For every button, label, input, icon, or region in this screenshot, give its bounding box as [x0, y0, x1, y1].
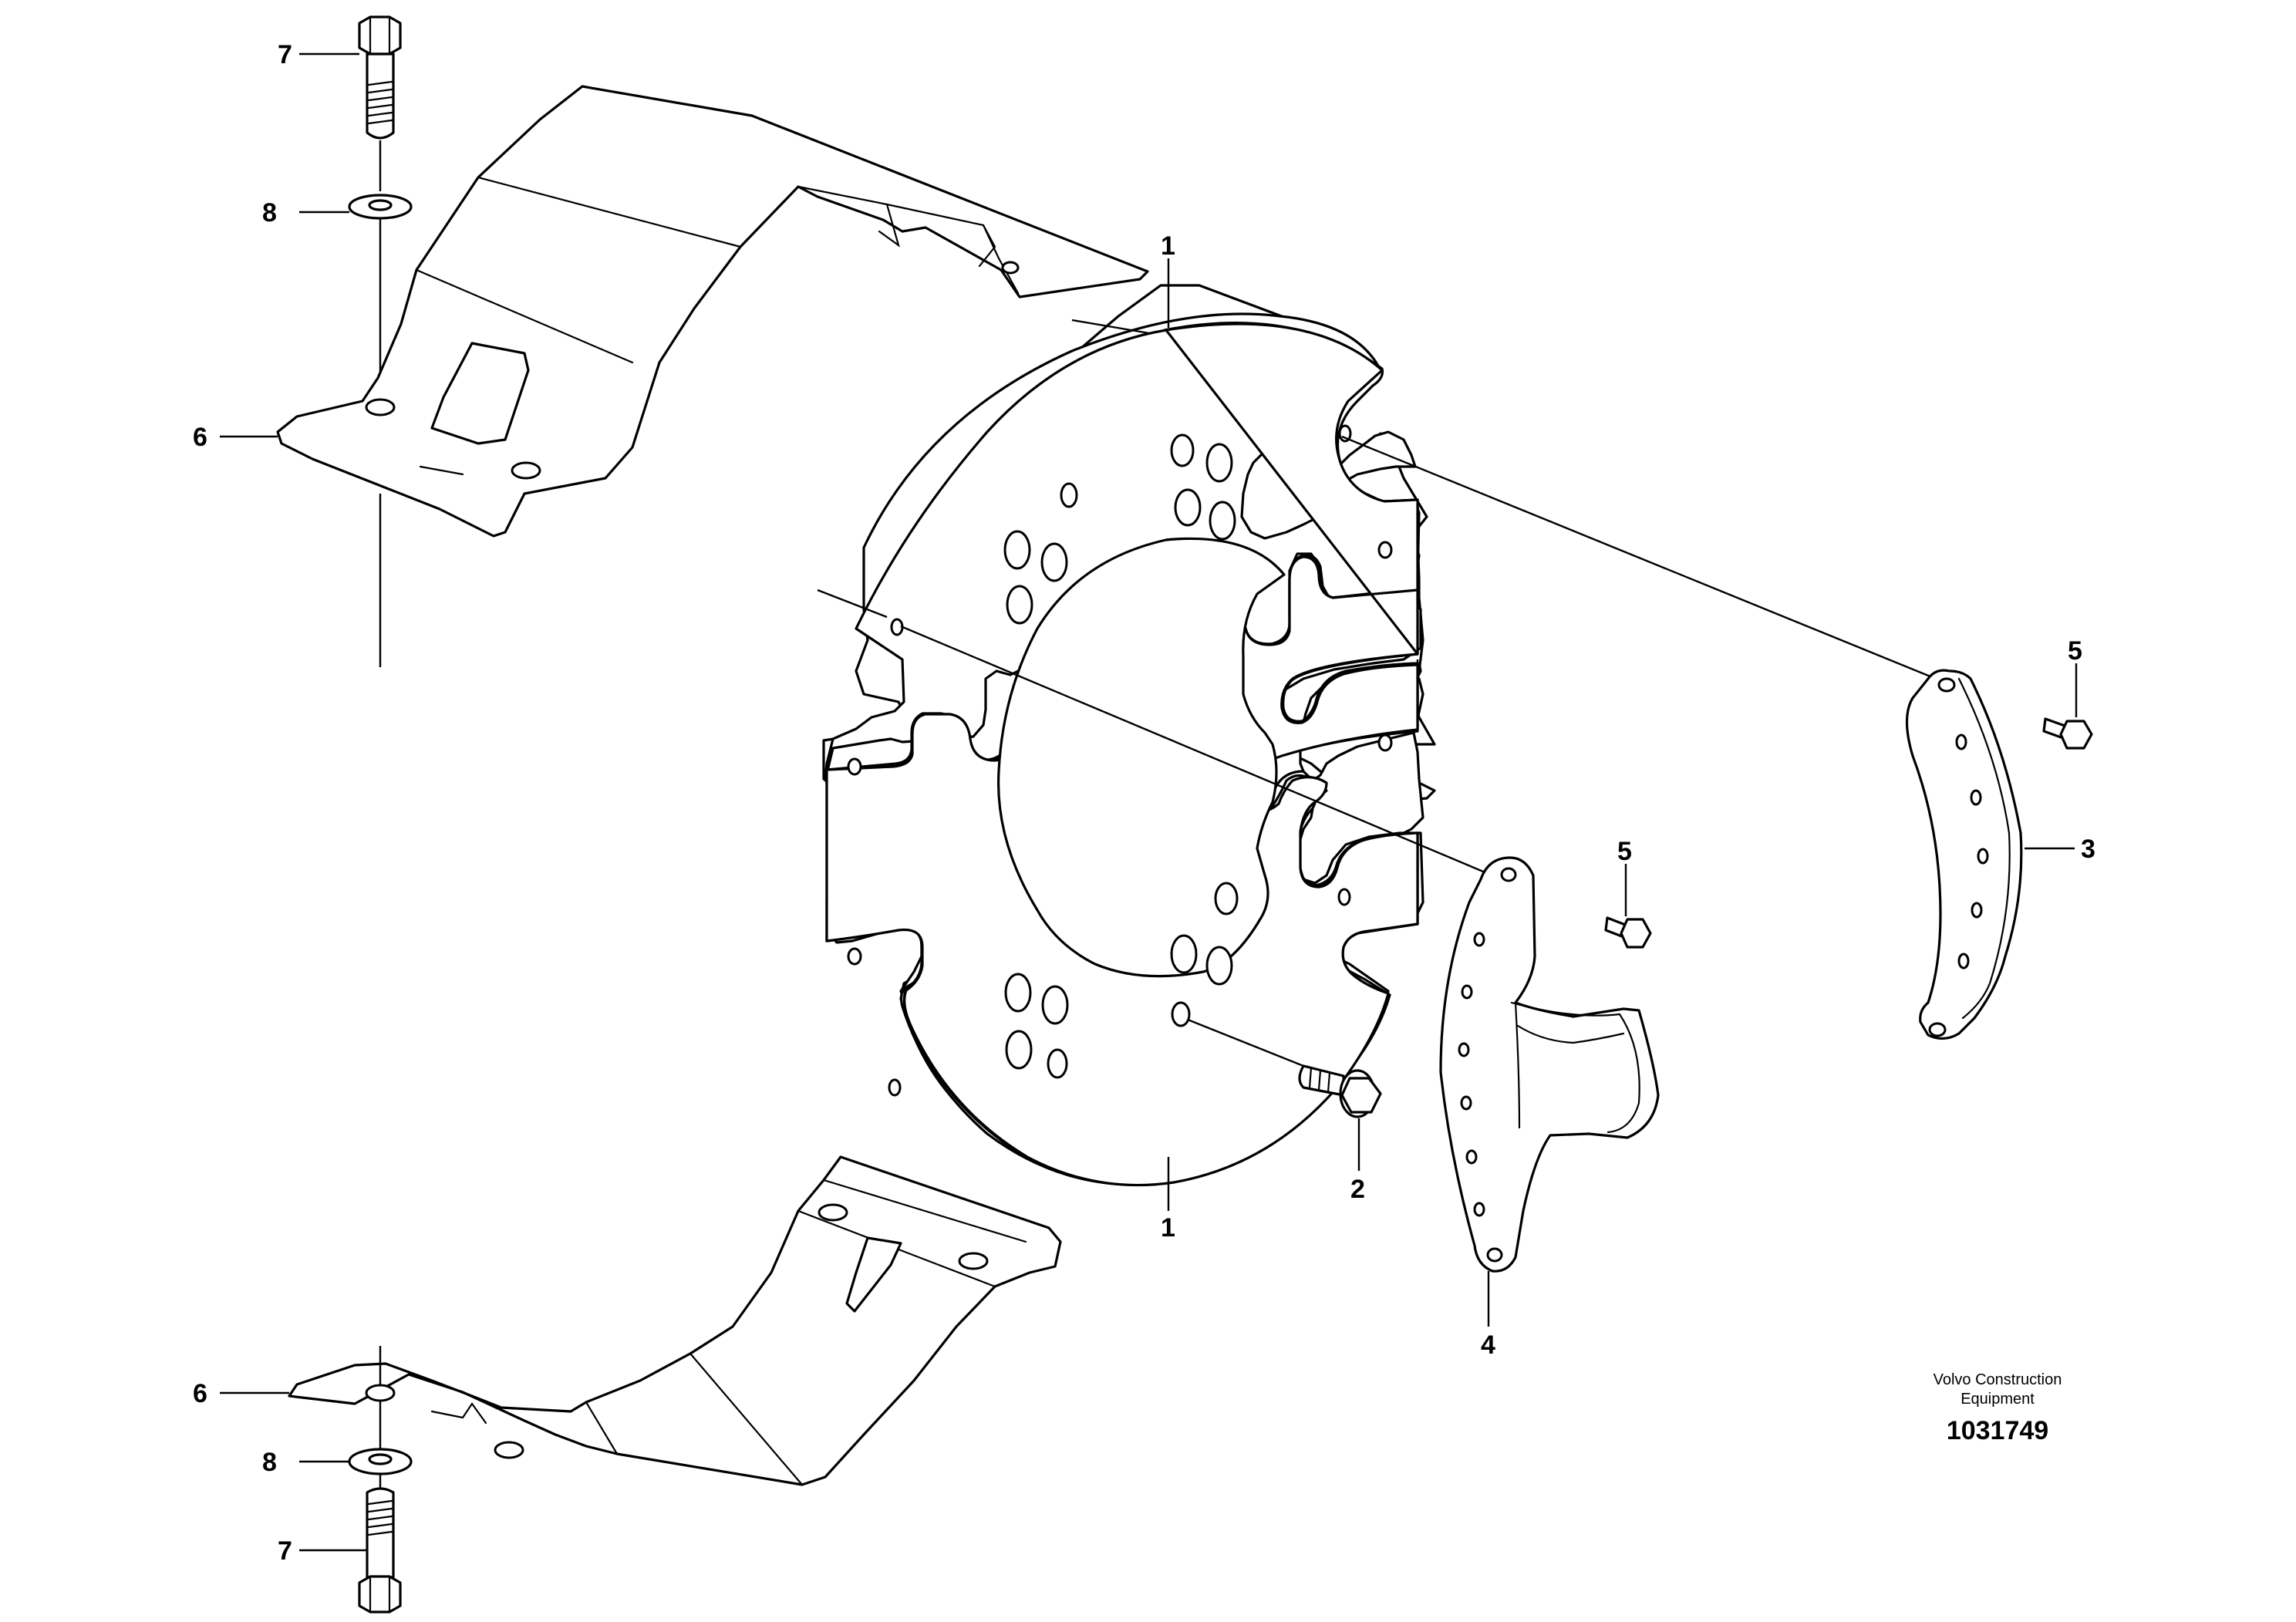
- screw-right: [2042, 717, 2093, 750]
- segment-4: [1439, 856, 1660, 1273]
- top-bracket: [276, 85, 1149, 538]
- brand-line-1: Volvo Construction: [1934, 1371, 2062, 1388]
- callout-3: 3: [2081, 835, 2095, 864]
- callout-1-top: 1: [1161, 231, 1175, 261]
- callout-8-bottom: 8: [262, 1448, 277, 1477]
- callout-5-center: 5: [1617, 837, 1632, 866]
- bottom-washer: [348, 1448, 413, 1475]
- disc-bolt-holes: [847, 424, 1393, 1097]
- callout-5-right: 5: [2068, 636, 2082, 666]
- title-block: Volvo Construction Equipment 1031749: [1934, 1371, 2062, 1445]
- brand-line-2: Equipment: [1961, 1391, 2035, 1408]
- segment-3: [1905, 669, 2023, 1040]
- callout-8-top: 8: [262, 198, 277, 228]
- drawing-number: 1031749: [1947, 1416, 2048, 1445]
- callout-7-bottom: 7: [278, 1536, 292, 1566]
- flange-bolt: [1298, 1064, 1382, 1118]
- bottom-bracket: [288, 1155, 1062, 1486]
- callout-1-bottom: 1: [1161, 1213, 1175, 1243]
- callout-4: 4: [1481, 1330, 1495, 1360]
- bottom-hex-bolt: [358, 1487, 402, 1614]
- top-hex-bolt: [358, 15, 402, 140]
- top-washer: [348, 194, 413, 220]
- screw-center: [1604, 916, 1652, 949]
- callout-2: 2: [1350, 1175, 1365, 1204]
- main-disc: [825, 322, 1419, 1187]
- callout-6-bottom: 6: [193, 1379, 207, 1408]
- callout-leaders: [220, 52, 367, 1552]
- callout-7-top: 7: [278, 40, 292, 69]
- callout-labels: 7 8 6 1 1 2 3 4 5 5 6 8 7: [193, 40, 2095, 1566]
- callout-6-top: 6: [193, 423, 207, 452]
